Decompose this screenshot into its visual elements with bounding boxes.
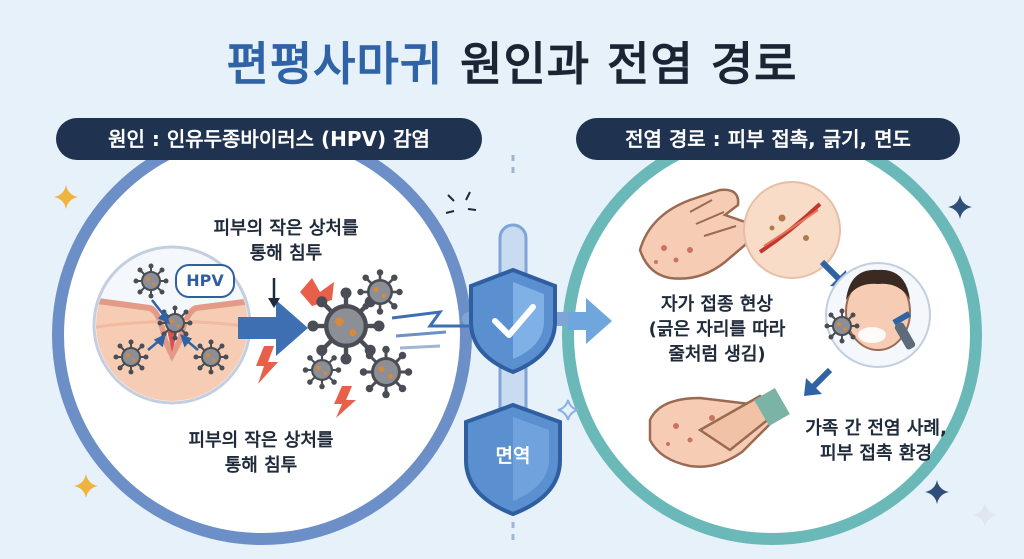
top-caption-line2: 통해 침투 (249, 243, 323, 264)
family-line2: 피부 접촉 환경 (820, 443, 932, 464)
handshake-icon (648, 388, 790, 468)
scratched-skin-icon (743, 181, 841, 279)
lightning-icon (256, 346, 356, 418)
infection-arrow (238, 278, 308, 356)
immunity-label: 면역 (495, 445, 531, 467)
title-accent: 편평사마귀 (226, 37, 444, 91)
bottom-caption-line1: 피부의 작은 상처를 (188, 430, 334, 451)
bottom-caption-line2: 통해 침투 (224, 455, 298, 476)
spread-arrow (568, 298, 612, 344)
shaving-man-icon (823, 262, 931, 368)
impact-lines (391, 310, 470, 350)
autoinoculation-caption: 자가 접종 현상 (긁은 자리를 따라 줄처럼 생김) (622, 292, 812, 367)
autoinoculation-line3: 줄처럼 생김) (668, 344, 766, 365)
bottom-caption: 피부의 작은 상처를 통해 침투 (161, 428, 361, 478)
hpv-label: HPV (175, 264, 235, 298)
spread-heading: 전염 경로 : 피부 접촉, 긁기, 면도 (576, 118, 960, 160)
skin-inset (92, 245, 252, 405)
virus-icon (300, 267, 414, 400)
family-line1: 가족 간 전염 사례, (805, 418, 947, 439)
shield-check-icon (469, 267, 557, 375)
page-title: 편평사마귀 원인과 전염 경로 (0, 28, 1024, 94)
cause-heading: 원인 : 인유두종바이러스 (HPV) 감염 (56, 118, 482, 160)
top-caption-line1: 피부의 작은 상처를 (213, 218, 359, 239)
burst-lines (445, 191, 477, 214)
title-rest: 원인과 전염 경로 (460, 37, 798, 91)
sparkle-outline-icon (557, 399, 579, 421)
autoinoculation-line1: 자가 접종 현상 (661, 294, 773, 315)
autoinoculation-line2: (긁은 자리를 따라 (648, 319, 786, 340)
top-caption: 피부의 작은 상처를 통해 침투 (186, 216, 386, 266)
family-caption: 가족 간 전염 사례, 피부 접촉 환경 (778, 416, 974, 466)
sparkle-icon (973, 503, 997, 527)
arrow-down-left-icon (804, 367, 833, 396)
immunity-shield-icon (464, 402, 562, 517)
